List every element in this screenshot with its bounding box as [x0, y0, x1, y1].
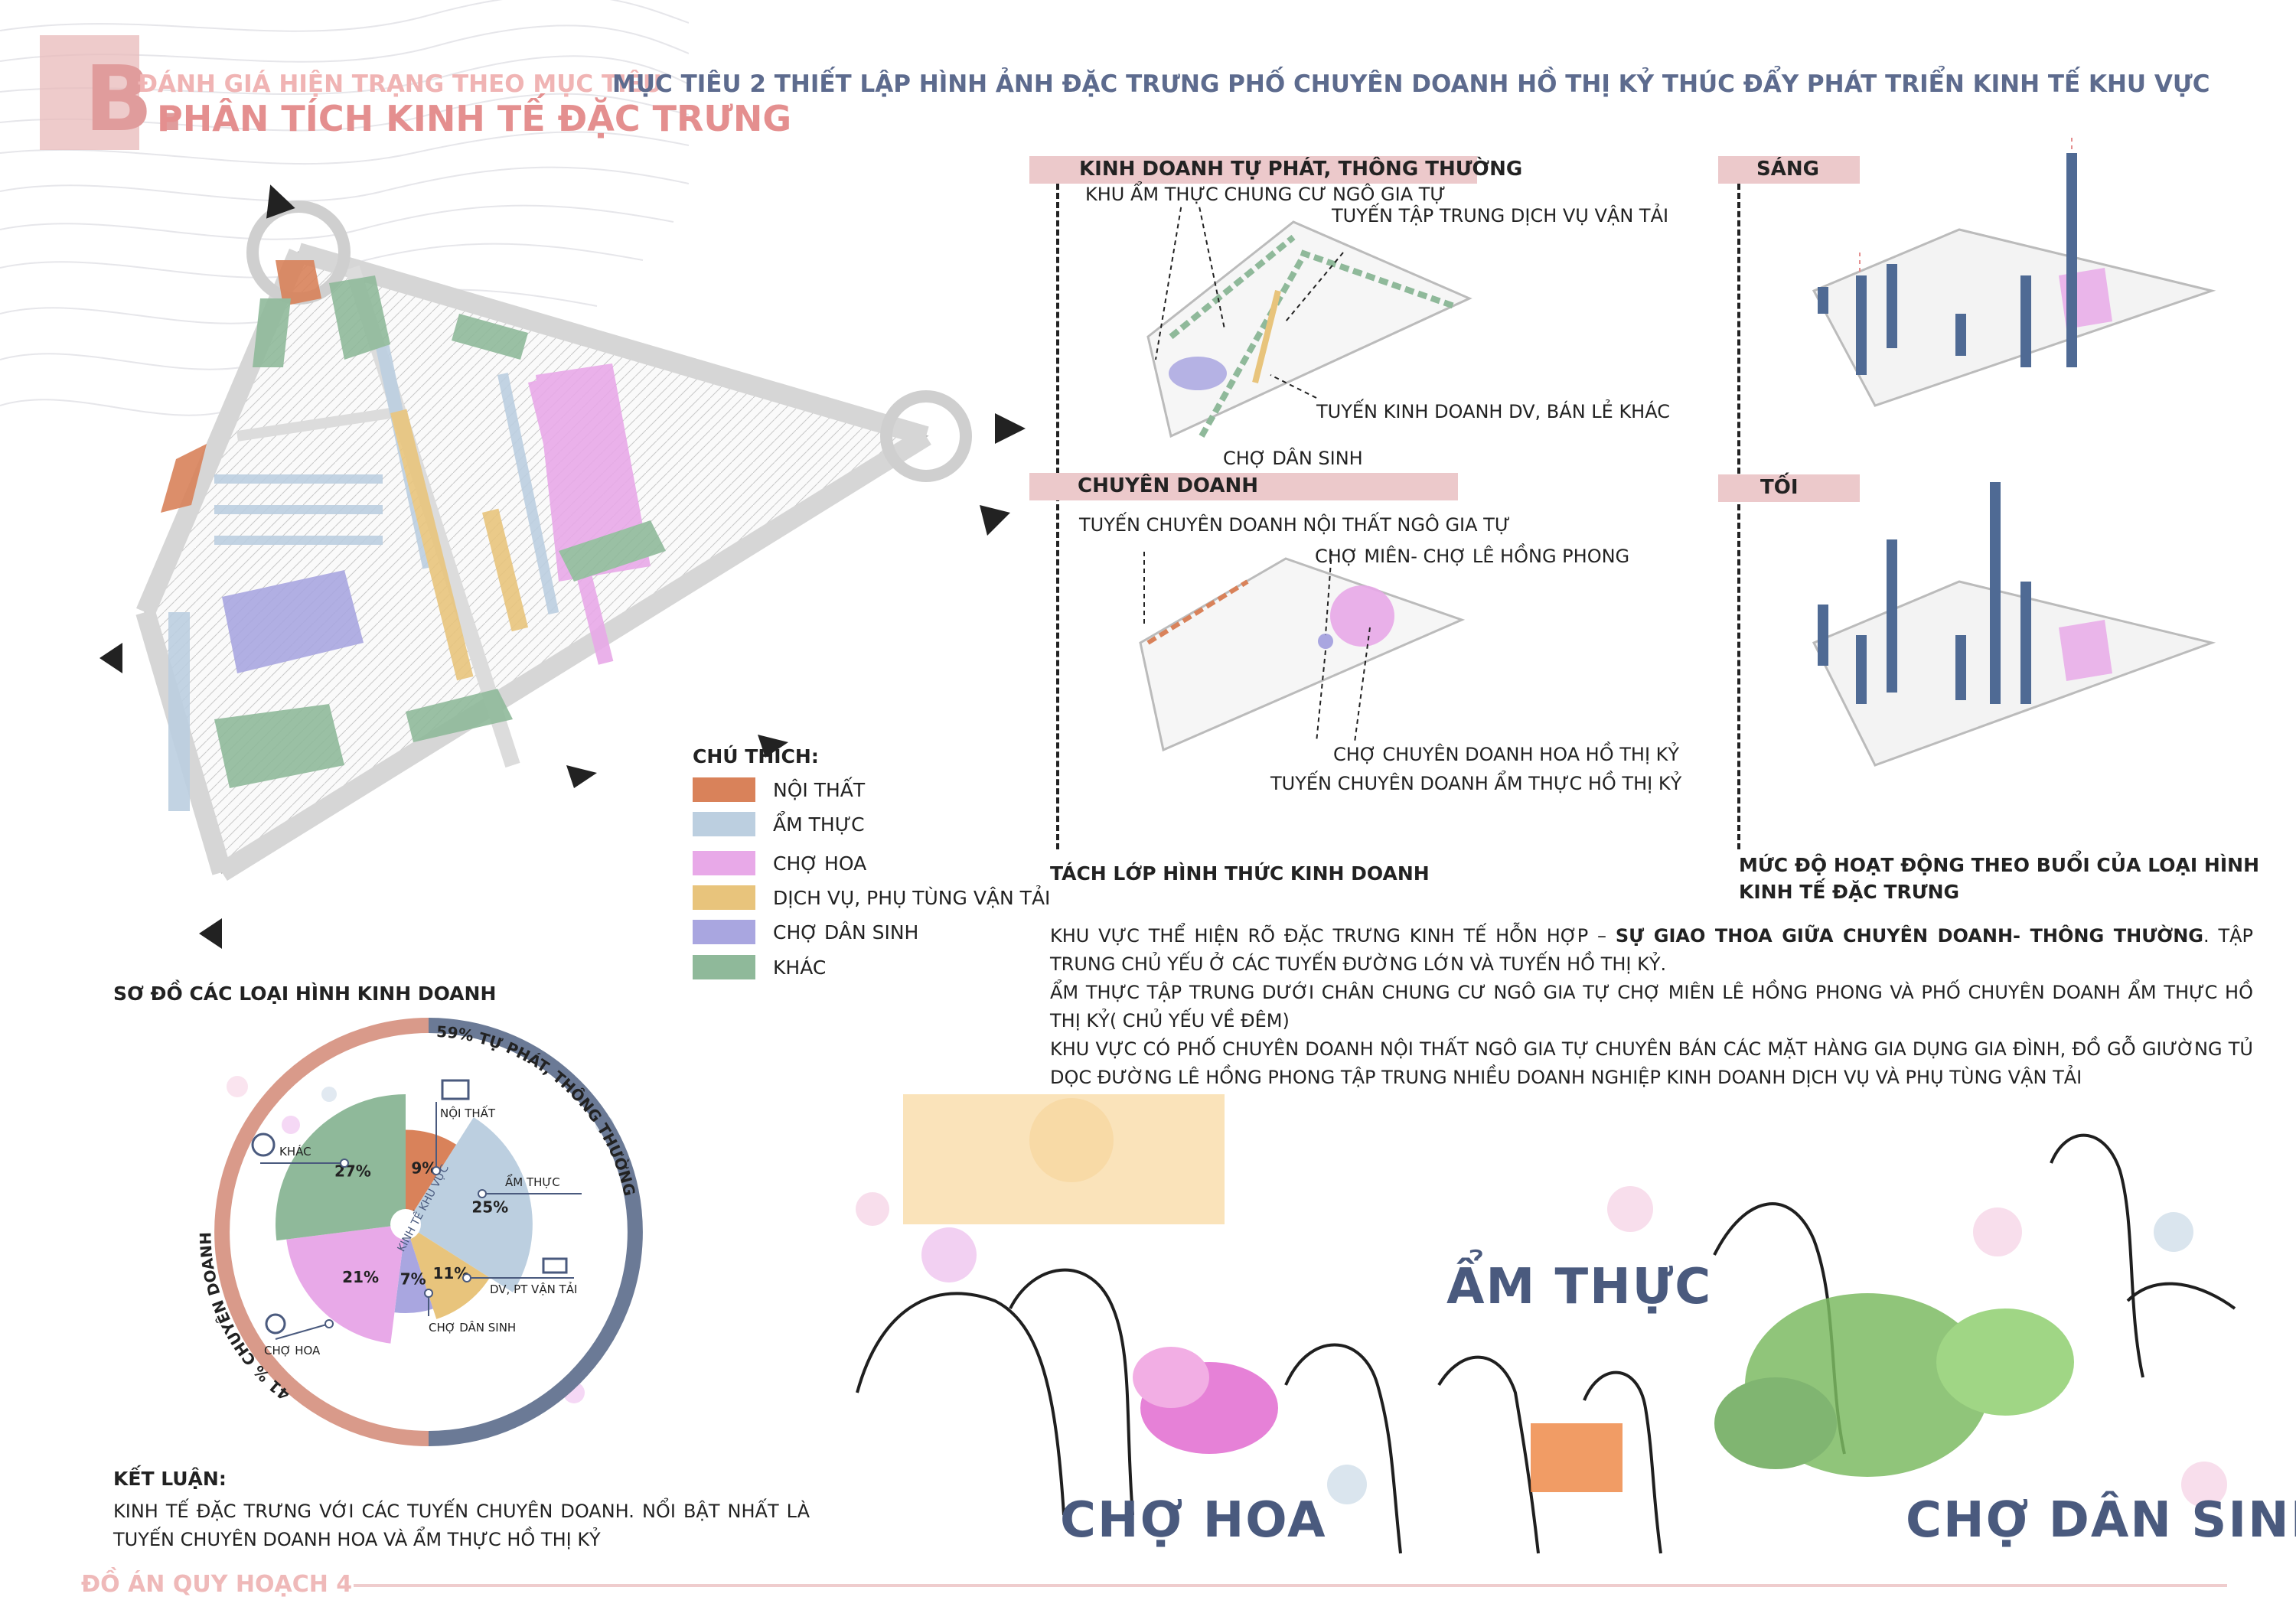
- layer-map-spontaneous: [1146, 207, 1473, 438]
- flower-icon: [265, 1313, 286, 1335]
- legend-swatch-wet-market: [693, 920, 755, 944]
- description-p1: KHU VỰC THỂ HIỆN RÕ ĐẶC TRƯNG KINH TẾ HỖ…: [1050, 922, 2253, 979]
- label-wet-market: CHỢ DÂN SINH: [1223, 448, 1363, 469]
- seg-label-transport: DV, PT VẬN TẢI: [490, 1281, 577, 1296]
- description-p2: ẨM THỰC TẬP TRUNG DƯỚI CHÂN CHUNG CƯ NGÔ…: [1050, 982, 2253, 1031]
- seg-label-food: ẨM THỰC: [505, 1173, 560, 1189]
- page-title: PHÂN TÍCH KINH TẾ ĐẶC TRƯNG: [157, 98, 792, 139]
- legend-label-food: ẨM THỰC: [773, 813, 865, 836]
- label-transport-line: TUYẾN TẬP TRUNG DỊCH VỤ VẬN TẢI: [1332, 205, 1669, 227]
- desc-p1-b: SỰ GIAO THOA GIỮA CHUYÊN DOANH- THÔNG TH…: [1615, 925, 2204, 947]
- zone-other: [329, 275, 390, 360]
- furniture-icon: [441, 1079, 470, 1100]
- legend-label-other: KHÁC: [773, 957, 827, 979]
- ring-spontaneous: [428, 1018, 643, 1446]
- zone-furniture: [276, 260, 321, 306]
- divider-right: [1737, 184, 1740, 849]
- conclusion-text: KINH TẾ ĐẶC TRƯNG VỚI CÁC TUYẾN CHUYÊN D…: [113, 1501, 810, 1550]
- illustration-label-flower-market: CHỢ HOA: [1060, 1492, 1327, 1549]
- activity-map-evening: [1812, 482, 2216, 767]
- legend-swatch-flower: [693, 851, 755, 875]
- label-retail-line: TUYẾN KINH DOANH DV, BÁN LẺ KHÁC: [1316, 401, 1670, 422]
- legend-swatch-other: [693, 955, 755, 979]
- bar-evening: [1718, 474, 1860, 502]
- legend-swatch-food: [693, 812, 755, 836]
- header-goal: MỤC TIÊU 2 THIẾT LẬP HÌNH ẢNH ĐẶC TRƯNG …: [612, 70, 2210, 98]
- legend-label-furniture: NỘI THẤT: [773, 779, 866, 801]
- bar-specialized: [1029, 473, 1458, 500]
- petal-furniture: [406, 1129, 457, 1224]
- legend-swatch-furniture: [693, 777, 755, 802]
- activity-caption: MỨC ĐỘ HOẠT ĐỘNG THEO BUỔI CỦA LOẠI HÌNH…: [1739, 854, 2259, 903]
- footer-title: ĐỒ ÁN QUY HOẠCH 4: [81, 1571, 353, 1598]
- morning-title: SÁNG: [1756, 158, 1819, 181]
- conclusion-title: KẾT LUẬN:: [113, 1468, 227, 1490]
- business-type-diagram: 41 % CHUYÊN DOANH 59% TỰ PHÁT, THÔNG THƯ…: [196, 1018, 643, 1446]
- petal-flower: [286, 1224, 406, 1344]
- more-icon: [251, 1133, 276, 1157]
- label-food-apartment: KHU ẨM THỰC CHUNG CƯ NGÔ GIA TỰ: [1085, 184, 1446, 205]
- section-letter: B.: [84, 46, 188, 152]
- market-illustration: [856, 1094, 2236, 1554]
- desc-p1-c: . TẬP TRUNG CHỦ YẾU Ở CÁC TUYẾN ĐƯỜNG LỚ…: [1050, 925, 2254, 975]
- illustration-label-food: ẨM THỰC: [1446, 1259, 1713, 1315]
- legend-label-flower: CHỢ HOA: [773, 852, 867, 875]
- pct-other: 27%: [334, 1162, 371, 1180]
- header-accent-block: [40, 35, 139, 150]
- pct-food: 25%: [471, 1198, 508, 1217]
- diagram-title: SƠ ĐỒ CÁC LOẠI HÌNH KINH DOANH: [113, 983, 497, 1005]
- desc-p1-a: KHU VỰC THỂ HIỆN RÕ ĐẶC TRƯNG KINH TẾ HỖ…: [1050, 925, 1616, 947]
- label-furniture-line: TUYẾN CHUYÊN DOANH NỘI THẤT NGÔ GIA TỰ: [1079, 514, 1511, 536]
- seg-label-flower: CHỢ HOA: [264, 1344, 321, 1357]
- truck-icon: [542, 1257, 568, 1274]
- legend-swatch-transport: [693, 885, 755, 910]
- ring-specialized: [214, 1018, 429, 1446]
- divider-left: [1056, 184, 1059, 849]
- layer-map-specialized: [1139, 551, 1466, 752]
- zone-transport-services: [390, 409, 474, 681]
- legend-label-transport: DỊCH VỤ, PHỤ TÙNG VẬN TẢI: [773, 887, 1051, 909]
- bar-spontaneous-title: KINH DOANH TỰ PHÁT, THÔNG THƯỜNG: [1079, 158, 1523, 181]
- seg-label-furniture: NỘI THẤT: [440, 1104, 496, 1120]
- description-p3: KHU VỰC CÓ PHỐ CHUYÊN DOANH NỘI THẤT NGÔ…: [1050, 1038, 2253, 1088]
- zone-wet-market: [222, 570, 364, 673]
- evening-title: TỐI: [1760, 476, 1799, 499]
- rose-chart-petals: [276, 1094, 533, 1344]
- description-block: KHU VỰC THỂ HIỆN RÕ ĐẶC TRƯNG KINH TẾ HỖ…: [1050, 922, 2253, 1092]
- pct-wet-market: 7%: [400, 1270, 426, 1289]
- petal-food: [406, 1116, 533, 1292]
- header-line1: ĐÁNH GIÁ HIỆN TRẠNG THEO MỤC TIÊU: [138, 70, 662, 98]
- zone-food-1: [168, 612, 190, 811]
- label-flower-market: CHỢ CHUYÊN DOANH HOA HỒ THỊ KỶ: [1333, 744, 1680, 765]
- main-map: [99, 184, 1026, 949]
- bar-specialized-title: CHUYÊN DOANH: [1078, 474, 1258, 497]
- bar-spontaneous: [1029, 156, 1477, 184]
- legend-label-wet-market: CHỢ DÂN SINH: [773, 921, 919, 943]
- seg-label-wet-market: CHỢ DÂN SINH: [429, 1320, 516, 1335]
- bar-morning: [1718, 156, 1860, 184]
- label-mien-market: CHỢ MIÊN- CHỢ LÊ HỒNG PHONG: [1315, 546, 1630, 567]
- seg-label-other: KHÁC: [279, 1144, 311, 1159]
- pct-flower: 21%: [342, 1268, 379, 1286]
- footer-line: [354, 1584, 2227, 1587]
- petal-other: [276, 1094, 406, 1241]
- layer-caption: TÁCH LỚP HÌNH THỨC KINH DOANH: [1050, 862, 1430, 885]
- petal-transport: [406, 1224, 490, 1319]
- illustration-label-wet-market: CHỢ DÂN SINH: [1906, 1492, 2296, 1549]
- legend-title: CHÚ THÍCH:: [693, 745, 819, 768]
- label-food-street: TUYẾN CHUYÊN DOANH ẨM THỰC HỒ THỊ KỶ: [1270, 773, 1682, 794]
- petal-wet-market: [394, 1224, 433, 1314]
- activity-map-morning: [1812, 138, 2216, 407]
